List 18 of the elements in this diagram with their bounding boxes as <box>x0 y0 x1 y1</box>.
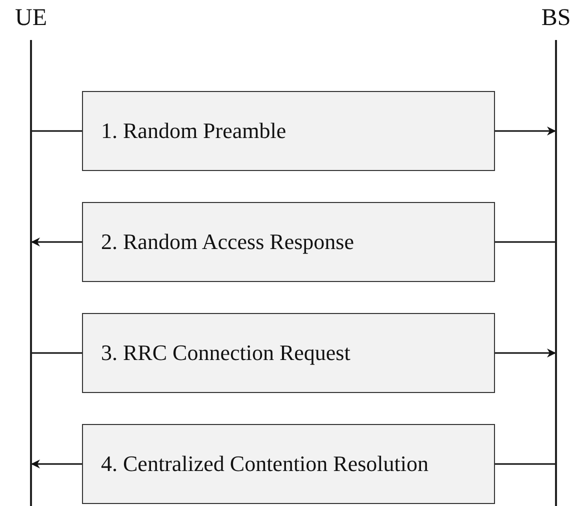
participant-label: BS <box>540 4 572 32</box>
message-label: 4. Centralized Contention Resolution <box>101 451 429 477</box>
connector-line <box>495 241 556 243</box>
message-box <box>82 313 495 393</box>
arrow <box>31 460 82 468</box>
arrow <box>495 348 556 358</box>
message-label: 3. RRC Connection Request <box>101 340 350 366</box>
arrow <box>495 126 556 136</box>
connector-line <box>495 463 556 465</box>
connector-line <box>31 352 82 354</box>
participant-label: UE <box>14 4 48 32</box>
message-box <box>82 91 495 171</box>
message-box <box>82 202 495 282</box>
message-label: 1. Random Preamble <box>101 118 286 144</box>
message-box <box>82 424 495 504</box>
message-label: 2. Random Access Response <box>101 229 354 255</box>
connector-line <box>31 130 82 132</box>
arrow <box>31 238 82 246</box>
